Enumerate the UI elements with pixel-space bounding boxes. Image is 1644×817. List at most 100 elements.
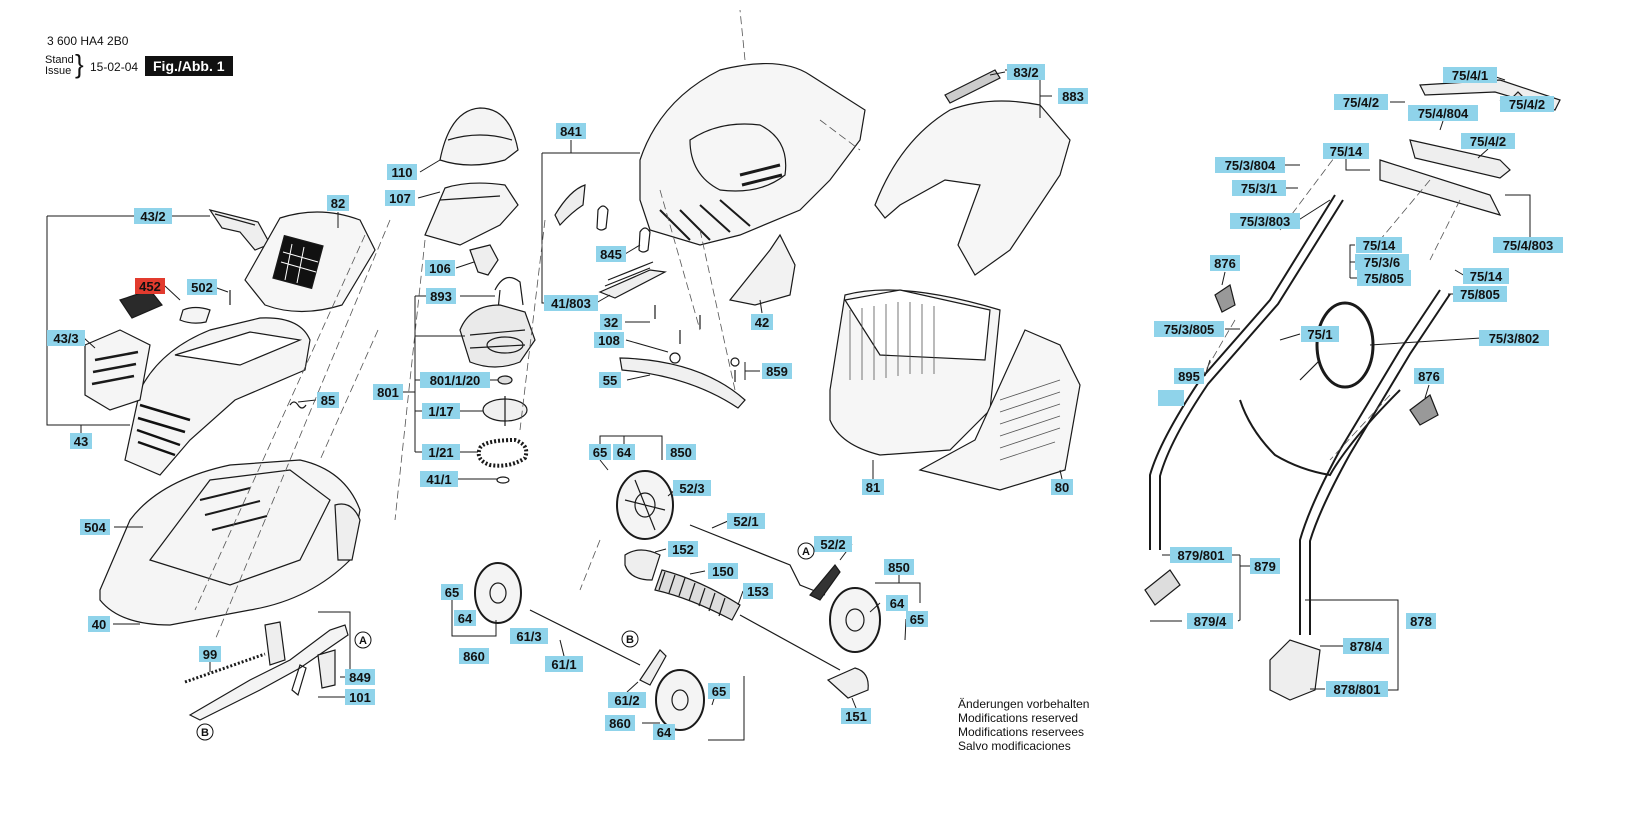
callout-label-bg [387,164,417,180]
comb-41-803-illustration [598,261,667,299]
clamp-879-illustration [1144,569,1181,606]
callout-label-bg [134,208,172,224]
callout-label-bg [605,715,635,731]
cover-107-illustration [424,182,519,246]
callout-label: 32 [600,314,622,330]
leader-line [417,191,441,199]
leader-line [402,295,465,453]
leader-line [1424,384,1430,399]
callout-label-bg [653,724,675,740]
callout-label: 41/1 [420,471,458,487]
callout-label-text: 504 [84,520,106,535]
issue-date: 15-02-04 [90,60,139,74]
stand-label: Stand [45,54,74,66]
callout-label-bg [743,583,773,599]
callout-label-bg [1250,558,1280,574]
grass-box-80-illustration [918,329,1081,491]
callout-label-text: 32 [604,315,618,330]
leader-line [626,681,639,693]
callout-label: 893 [426,288,456,304]
leader-line [1204,359,1211,377]
callout-label: 80 [1051,479,1073,495]
callout-label-bg [317,392,339,408]
callout-label: 879/801 [1170,547,1232,563]
leader-line [1369,337,1482,346]
callout-label-text: 845 [600,247,622,262]
callout-label-bg [1408,105,1478,121]
callout-label-bg [1493,237,1563,253]
leader-line [541,140,640,304]
leader-line [455,261,475,269]
callout-label-text: 64 [617,445,632,460]
callout-label-text: 65 [593,445,607,460]
callout-label-text: 850 [670,445,692,460]
callout-label-text: 64 [657,725,672,740]
callout-label: 895 [1174,368,1204,384]
callout-label: 99 [199,646,221,662]
ref-marker-text: A [359,635,367,647]
callout-label: 75/4/804 [1408,105,1478,121]
leader-line [419,159,441,173]
callout-label-text: 75/4/804 [1418,106,1469,121]
callout-label-bg [1158,390,1184,406]
leader-line [297,399,317,403]
callout-label: 75/3/6 [1355,254,1409,270]
callout-label-bg [668,541,698,557]
callout-label-text: 883 [1062,89,1084,104]
callout-label: 61/3 [510,628,548,644]
callout-label-bg [1232,180,1286,196]
callout-label-text: 151 [845,709,867,724]
callout-label-bg [1334,94,1388,110]
callout-label: 845 [596,246,626,262]
fan-1-17-illustration [482,396,528,426]
leader-line [1279,333,1301,341]
callout-label: 1/21 [422,444,460,460]
callout-label-bg [708,683,730,699]
callout-label-bg [459,648,489,664]
callout-label-bg [1406,613,1436,629]
assembly-dash-line [194,234,366,611]
knobs-876-illustration [1214,284,1439,426]
ref-marker-circle [354,631,372,649]
callout-label-bg [47,330,85,346]
callout-label-bg [600,314,622,330]
wheel-860a-illustration [474,562,522,624]
callout-label-bg [596,246,626,262]
issue-label: Issue [45,65,72,77]
callout-label-text: 106 [429,261,451,276]
assembly-dash-line [699,229,736,391]
callout-label-text: 150 [712,564,734,579]
callout-label [1158,390,1184,406]
callout-label-text: 41/1 [426,472,451,487]
callout-label-text: 75/4/2 [1470,134,1506,149]
note-line: Modifications reserved [958,711,1079,725]
callout-label-text: 75/4/803 [1503,238,1554,253]
brace-glyph: } [75,49,84,79]
callout-label-text: 75/4/2 [1343,95,1379,110]
callout-label: 52/3 [673,480,711,496]
callout-label: 55 [599,372,621,388]
spring-85-illustration [289,401,307,409]
callout-label-text: 75/3/803 [1240,214,1291,229]
callout-label-text: 878 [1410,614,1432,629]
assembly-dash-line [659,189,701,331]
callout-label-bg [727,513,765,529]
callout-label-bg [1007,64,1045,80]
flap-42-illustration [728,233,796,306]
callout-label-bg [1343,638,1389,654]
callout-label-bg [1058,88,1088,104]
callout-label-text: 75/3/1 [1241,181,1277,196]
callout-label-bg [327,195,349,211]
assembly-dash-line [579,539,601,591]
callout-label: 75/805 [1357,270,1411,286]
callout-label: 65 [708,683,730,699]
assembly-dash-line [1279,149,1341,231]
callout-label: 859 [762,363,792,379]
callout-label: 75/4/2 [1334,94,1388,110]
belt-1-21-illustration [476,437,529,468]
part-number: 3 600 HA4 2B0 [47,34,129,48]
wheel-850b-illustration [829,587,881,653]
callout-label-text: 153 [747,584,769,599]
callout-label-bg [422,444,460,460]
